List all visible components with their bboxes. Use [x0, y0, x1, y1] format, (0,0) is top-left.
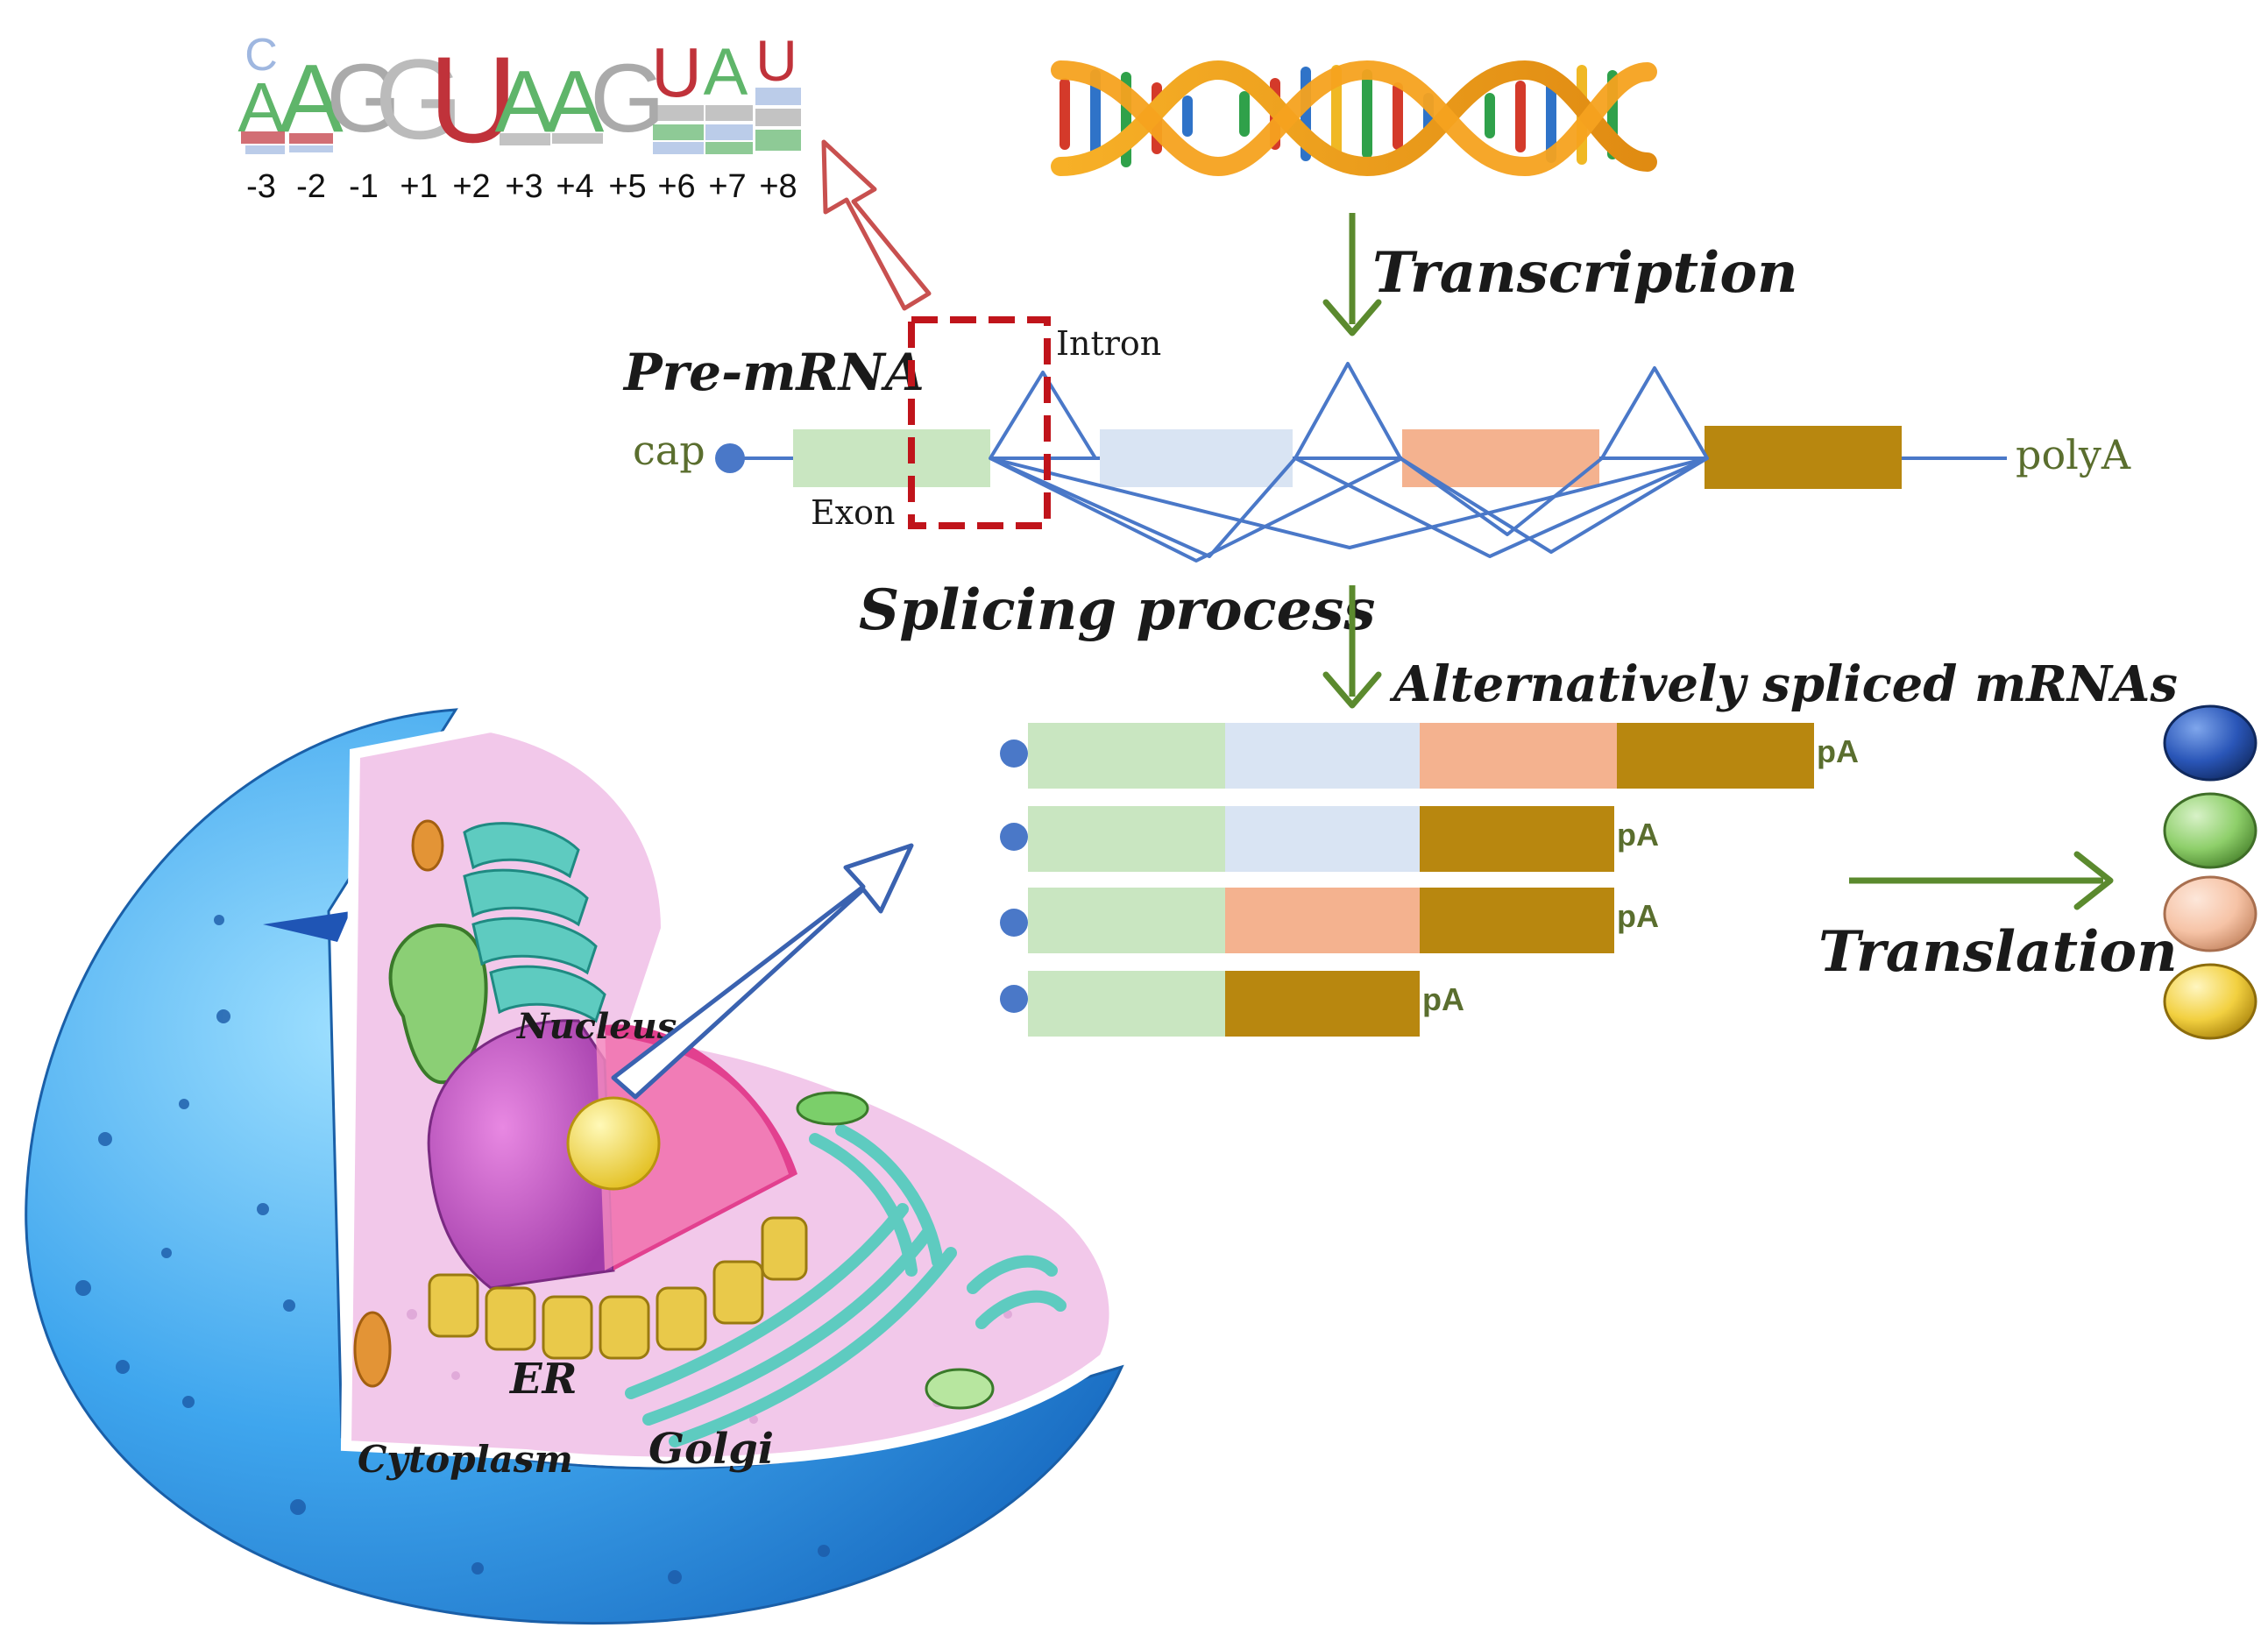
- golgi-stacks: [625, 1124, 1067, 1447]
- rough-er-stack: [463, 822, 606, 1023]
- alt-spliced-label: Alternatively spliced mRNAs: [1389, 655, 2178, 713]
- logo-pos-10: +7: [708, 168, 746, 205]
- protein-green-icon: [2163, 792, 2257, 869]
- logo-pos-3: -1: [349, 168, 379, 205]
- logo-positions: -3 -2 -1 +1 +2 +3 +4 +5 +6 +7 +8: [246, 168, 797, 205]
- er-folds: [428, 1216, 808, 1360]
- cap-dot: [715, 443, 745, 473]
- pre-exon-1: [793, 429, 990, 487]
- er-label: ER: [508, 1355, 577, 1404]
- translation-arrow: [1849, 851, 2114, 910]
- splicing-label: Splicing process: [859, 577, 1375, 643]
- cell-illustration: Nucleus ER Cytoplasm Golgi: [25, 708, 1124, 1625]
- logo-pos-7: +4: [556, 168, 593, 205]
- logo-pos-4: +1: [400, 168, 437, 205]
- logo-pos-11: +8: [759, 168, 797, 205]
- nucleus-callout-arrow: [611, 843, 914, 1100]
- vesicle-icon: [353, 1311, 392, 1388]
- nucleus-body: [427, 1019, 615, 1290]
- mitochondrion-icon: [411, 819, 444, 872]
- logo-pos-2: -2: [296, 168, 326, 205]
- pre-exon-4: [1705, 426, 1902, 489]
- isoform-1-pa: pA: [1817, 733, 1859, 769]
- chloroplast-icon: [388, 924, 488, 1085]
- isoform-2-cap: [1000, 823, 1028, 851]
- polya-label: polyA: [2016, 431, 2131, 478]
- exon-label: Exon: [811, 493, 896, 532]
- logo-pos-1: -3: [246, 168, 276, 205]
- splicing-paths: [989, 456, 1709, 563]
- translation-label: Translation: [1818, 919, 2178, 985]
- pre-mrna-label: Pre-mRNA: [622, 343, 925, 402]
- logo-pos-6: +3: [505, 168, 542, 205]
- isoform-4-cap: [1000, 985, 1028, 1013]
- protein-yellow-icon: [2163, 963, 2257, 1040]
- isoform-2-pa: pA: [1617, 817, 1659, 853]
- logo-pos-8: +5: [608, 168, 646, 205]
- logo-pos-5: +2: [452, 168, 490, 205]
- intron-triangles: [989, 362, 1709, 460]
- pre-mrna-strand: [715, 426, 2007, 489]
- isoform-1-cap: [1000, 740, 1028, 768]
- logo-letter-1: C A: [237, 30, 285, 146]
- logo-letter-3: G: [326, 45, 401, 152]
- logo-letter-1-top: C: [245, 30, 278, 81]
- splicing-arrow: [1322, 585, 1382, 709]
- pre-exon-3: [1402, 429, 1599, 487]
- golgi-label: Golgi: [649, 1425, 774, 1474]
- pre-exon-2: [1100, 429, 1293, 487]
- isoform-3-pa: pA: [1617, 898, 1659, 934]
- logo-letter-10: A: [704, 35, 748, 110]
- transcription-arrow: [1322, 213, 1382, 336]
- nucleolus-icon: [566, 1096, 661, 1191]
- cytoplasm-label: Cytoplasm: [358, 1438, 573, 1481]
- logo-letter-9: U: [651, 33, 702, 111]
- sequence-logo: C A A G G U A A G U A U: [237, 28, 801, 205]
- splice-site-highlight-box: [908, 316, 1051, 529]
- cap-label: cap: [633, 427, 705, 474]
- mrna-isoform-3: pA: [1000, 888, 1659, 953]
- protein-blue-icon: [2163, 704, 2257, 782]
- transcription-label: Transcription: [1372, 240, 1798, 306]
- intron-label: Intron: [1056, 324, 1161, 363]
- isoform-3-cap: [1000, 909, 1028, 937]
- logo-callout-arrow: [821, 139, 932, 311]
- logo-pos-9: +6: [657, 168, 695, 205]
- dna-helix-icon: [1051, 60, 1657, 177]
- logo-minor-residues: [241, 88, 801, 154]
- isoform-4-pa: pA: [1422, 981, 1464, 1017]
- protein-products: [2163, 704, 2257, 1040]
- nucleus-label: Nucleus: [515, 1006, 677, 1047]
- mrna-isoform-1: pA: [1000, 723, 1859, 789]
- mrna-isoform-4: pA: [1000, 971, 1464, 1037]
- protein-peach-icon: [2163, 875, 2257, 952]
- mrna-isoform-2: pA: [1000, 806, 1659, 872]
- logo-letter-4: G: [374, 35, 463, 163]
- logo-letter-11: U: [755, 28, 797, 93]
